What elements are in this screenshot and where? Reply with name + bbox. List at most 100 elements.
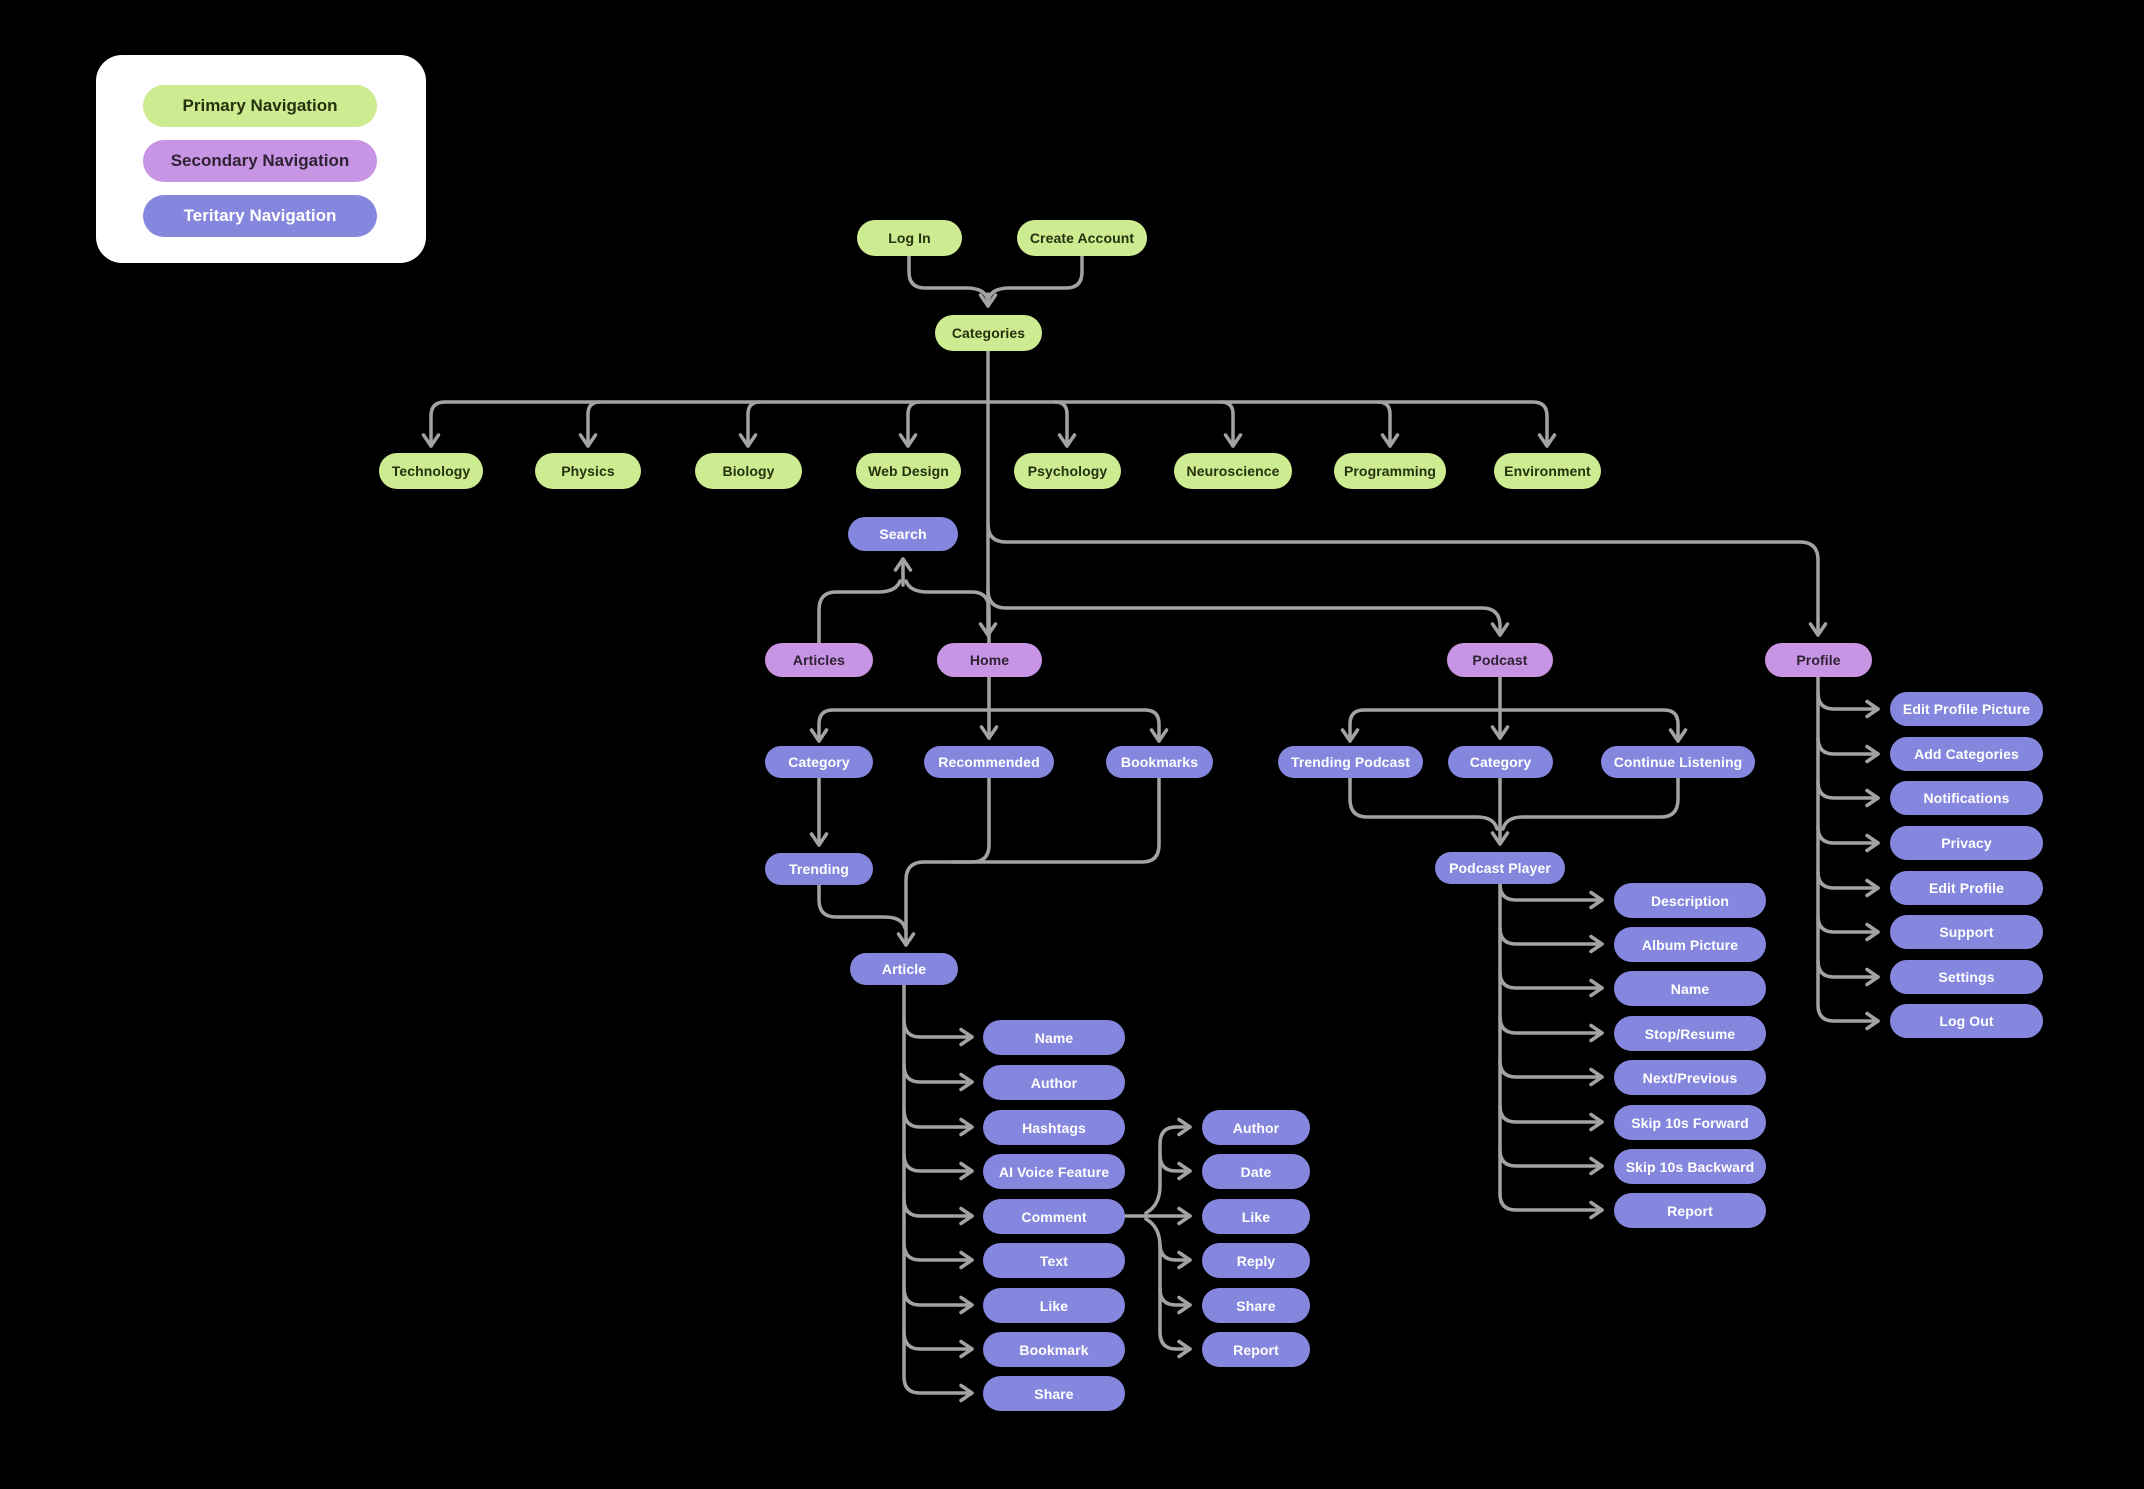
connector	[1498, 1148, 1604, 1176]
connector	[817, 579, 902, 645]
node-art_bookmark[interactable]: Bookmark	[983, 1332, 1125, 1367]
node-continue_listening[interactable]: Continue Listening	[1601, 746, 1755, 778]
connector	[1498, 1059, 1604, 1087]
connector	[1348, 776, 1499, 831]
node-pf_log_out[interactable]: Log Out	[1890, 1004, 2043, 1038]
node-art_comment[interactable]: Comment	[983, 1199, 1125, 1234]
node-art_hashtags[interactable]: Hashtags	[983, 1110, 1125, 1145]
node-trending_podcast[interactable]: Trending Podcast	[1278, 746, 1423, 778]
node-art_like[interactable]: Like	[983, 1288, 1125, 1323]
node-pf_edit_picture[interactable]: Edit Profile Picture	[1890, 692, 2043, 726]
node-pf_privacy[interactable]: Privacy	[1890, 826, 2043, 860]
node-pf_settings[interactable]: Settings	[1890, 960, 2043, 994]
connector	[902, 1018, 974, 1047]
node-pp_name[interactable]: Name	[1614, 971, 1766, 1006]
connector	[817, 883, 907, 930]
node-recommended[interactable]: Recommended	[924, 746, 1054, 778]
connector	[907, 254, 989, 300]
node-bookmarks[interactable]: Bookmarks	[1106, 746, 1213, 778]
node-art_share[interactable]: Share	[983, 1376, 1125, 1411]
node-pp_album_picture[interactable]: Album Picture	[1614, 927, 1766, 962]
connector	[1158, 1242, 1192, 1270]
node-profile[interactable]: Profile	[1765, 643, 1872, 677]
node-article[interactable]: Article	[850, 953, 958, 985]
node-physics[interactable]: Physics	[535, 453, 641, 489]
connector	[1816, 825, 1880, 853]
node-art_ai_voice[interactable]: AI Voice Feature	[983, 1154, 1125, 1189]
connector	[1498, 1015, 1604, 1043]
node-cmt_report[interactable]: Report	[1202, 1332, 1310, 1367]
node-articles[interactable]: Articles	[765, 643, 873, 677]
connector	[1340, 708, 1688, 743]
node-pf_edit_profile[interactable]: Edit Profile	[1890, 871, 2043, 905]
node-categories[interactable]: Categories	[935, 315, 1042, 351]
node-pp_skip_forward[interactable]: Skip 10s Forward	[1614, 1105, 1766, 1140]
node-category_home[interactable]: Category	[765, 746, 873, 778]
node-login[interactable]: Log In	[857, 220, 962, 256]
connector	[1376, 400, 1400, 448]
connector	[902, 1286, 974, 1315]
node-podcast_player[interactable]: Podcast Player	[1435, 852, 1565, 884]
connector	[1498, 882, 1604, 910]
node-art_author[interactable]: Author	[983, 1065, 1125, 1100]
node-pp_stop_resume[interactable]: Stop/Resume	[1614, 1016, 1766, 1051]
node-environment[interactable]: Environment	[1494, 453, 1601, 489]
connector	[1498, 970, 1604, 998]
node-art_name[interactable]: Name	[983, 1020, 1125, 1055]
node-pp_next_previous[interactable]: Next/Previous	[1614, 1060, 1766, 1095]
connector	[896, 776, 1161, 947]
node-neuroscience[interactable]: Neuroscience	[1174, 453, 1292, 489]
legend-item-primary: Primary Navigation	[143, 85, 377, 127]
node-cmt_share[interactable]: Share	[1202, 1288, 1310, 1323]
node-psychology[interactable]: Psychology	[1014, 453, 1121, 489]
connector	[898, 400, 922, 448]
node-pp_report[interactable]: Report	[1614, 1193, 1766, 1228]
node-programming[interactable]: Programming	[1334, 453, 1446, 489]
connector	[1501, 776, 1680, 831]
connector	[902, 983, 974, 1403]
connector	[1158, 1153, 1192, 1181]
legend-item-tertiary: Teritary Navigation	[143, 195, 377, 237]
node-category_podcast[interactable]: Category	[1448, 746, 1553, 778]
connector	[1053, 400, 1077, 448]
connector	[1498, 1104, 1604, 1132]
node-trending[interactable]: Trending	[765, 853, 873, 885]
connector	[1816, 675, 1880, 1031]
node-podcast[interactable]: Podcast	[1447, 643, 1553, 677]
node-pp_skip_backward[interactable]: Skip 10s Backward	[1614, 1149, 1766, 1184]
connector	[986, 588, 1510, 637]
connector	[987, 254, 1084, 300]
node-biology[interactable]: Biology	[695, 453, 802, 489]
node-art_text[interactable]: Text	[983, 1243, 1125, 1278]
node-pf_support[interactable]: Support	[1890, 915, 2043, 949]
connector	[1219, 400, 1243, 448]
legend-item-secondary: Secondary Navigation	[143, 140, 377, 182]
node-pf_notifications[interactable]: Notifications	[1890, 781, 2043, 815]
connector	[1816, 914, 1880, 942]
node-cmt_date[interactable]: Date	[1202, 1154, 1310, 1189]
node-pf_add_categories[interactable]: Add Categories	[1890, 737, 2043, 771]
connector	[1498, 882, 1604, 1220]
connector	[1144, 1217, 1192, 1359]
connector	[1816, 959, 1880, 987]
node-cmt_reply[interactable]: Reply	[1202, 1243, 1310, 1278]
node-pp_description[interactable]: Description	[1614, 883, 1766, 918]
connector	[1816, 780, 1880, 808]
connector	[1144, 1117, 1192, 1215]
connector	[902, 1241, 974, 1270]
connector	[421, 400, 1557, 448]
connector	[1158, 1287, 1192, 1315]
node-cmt_like[interactable]: Like	[1202, 1199, 1310, 1234]
node-home[interactable]: Home	[937, 643, 1042, 677]
node-web_design[interactable]: Web Design	[856, 453, 961, 489]
node-create_account[interactable]: Create Account	[1017, 220, 1147, 256]
connector	[902, 1108, 974, 1137]
connector	[902, 1330, 974, 1359]
node-technology[interactable]: Technology	[379, 453, 483, 489]
node-cmt_author[interactable]: Author	[1202, 1110, 1310, 1145]
node-search[interactable]: Search	[848, 517, 958, 551]
connector	[986, 522, 1828, 637]
connector	[1816, 870, 1880, 898]
